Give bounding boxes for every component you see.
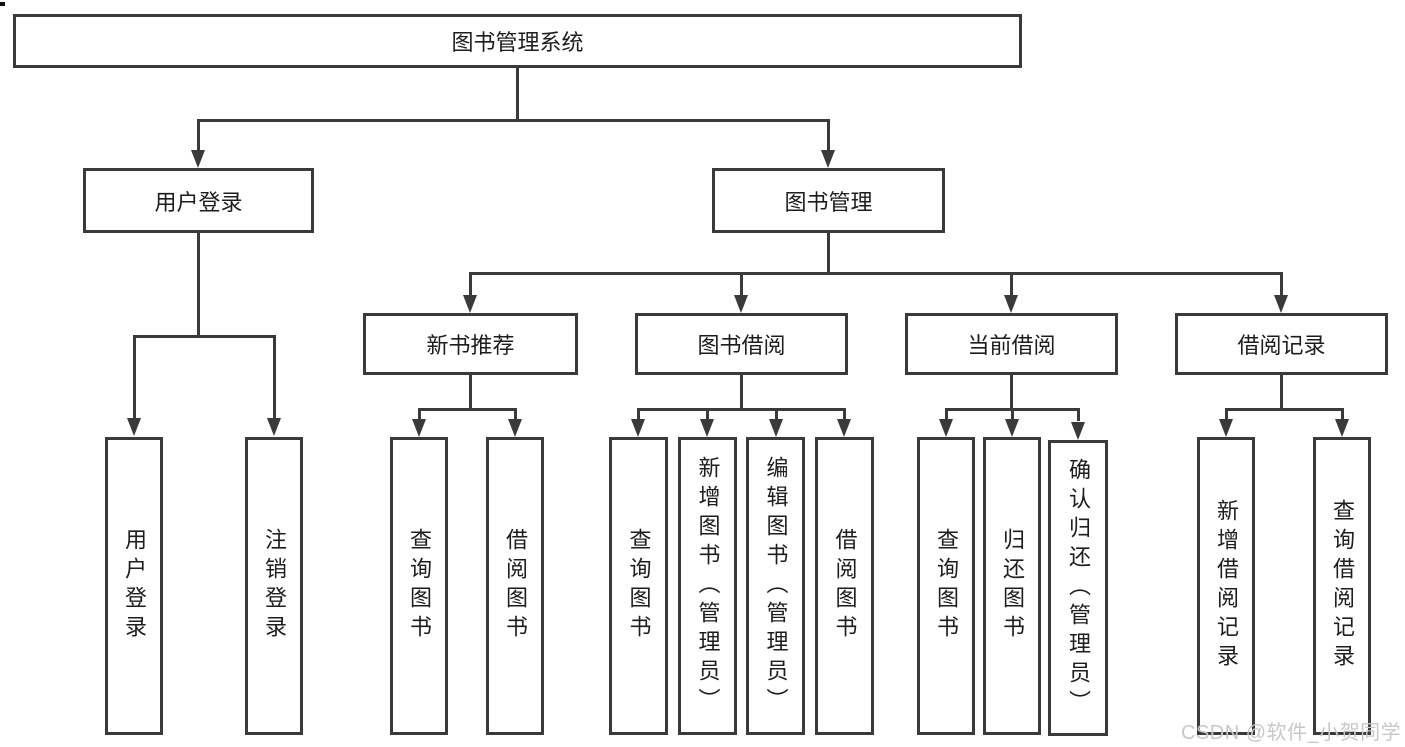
connector-line (637, 408, 640, 421)
node-label: 图书管理系统 (451, 30, 584, 55)
node-label: 用户登录 (154, 189, 243, 215)
node-borrow-books-leaf: 借阅图书 (815, 437, 874, 735)
node-label: 用户登录 (122, 528, 147, 644)
arrowhead-down-icon (1274, 295, 1288, 313)
connector-line (1010, 375, 1013, 411)
node-query-books-leaf: 查询图书 (390, 437, 448, 735)
node-label: 确认归还（管理员） (1066, 457, 1091, 719)
node-logout-leaf: 注销登录 (245, 437, 303, 735)
node-borrow-books-leaf: 借阅图书 (486, 437, 544, 735)
node-label: 查询借阅记录 (1330, 499, 1355, 673)
arrowhead-down-icon (939, 419, 953, 437)
arrowhead-down-icon (508, 419, 522, 437)
node-query-books-leaf: 查询图书 (917, 437, 975, 735)
connector-line (418, 408, 421, 421)
connector-line (1010, 272, 1013, 297)
node-new-book-recommendation: 新书推荐 (363, 313, 578, 375)
node-query-borrowing-record-leaf: 查询借阅记录 (1313, 437, 1371, 735)
connector-line (1077, 408, 1080, 421)
arrowhead-down-icon (1004, 295, 1018, 313)
connector-line (469, 375, 472, 411)
arrowhead-down-icon (821, 150, 835, 168)
node-add-books-admin-leaf: 新增图书（管理员） (678, 437, 737, 735)
arrowhead-down-icon (1335, 419, 1349, 437)
connector-line (637, 408, 846, 411)
connector-line (418, 408, 517, 411)
connector-line (1225, 408, 1344, 411)
node-query-books-leaf: 查询图书 (609, 437, 668, 735)
connector-line (469, 272, 472, 297)
connector-line (740, 272, 743, 297)
node-label: 注销登录 (262, 528, 287, 644)
node-user-login: 用户登录 (83, 168, 314, 233)
node-label: 归还图书 (1000, 528, 1025, 644)
node-label: 新增借阅记录 (1214, 499, 1239, 673)
connector-line (197, 119, 200, 152)
node-label: 图书借阅 (697, 333, 786, 358)
arrowhead-down-icon (1071, 422, 1085, 440)
arrowhead-down-icon (837, 419, 851, 437)
connector-line (1280, 375, 1283, 411)
node-label: 借阅记录 (1237, 333, 1326, 358)
node-label: 新增图书（管理员） (695, 455, 721, 717)
arrowhead-down-icon (267, 418, 281, 436)
connector-line (827, 233, 830, 275)
node-library-management-system: 图书管理系统 (13, 14, 1022, 68)
connector-line (775, 408, 778, 421)
connector-line (1341, 408, 1344, 421)
arrowhead-down-icon (1219, 419, 1233, 437)
node-label: 图书管理 (784, 189, 873, 215)
watermark: CSDN @软件_小贺同学 (1181, 722, 1402, 744)
node-add-borrowing-record-leaf: 新增借阅记录 (1197, 437, 1255, 735)
corner-artifact (0, 2, 5, 6)
connector-line (706, 408, 709, 421)
connector-line (843, 408, 846, 421)
node-book-management: 图书管理 (712, 168, 945, 233)
connector-line (273, 335, 276, 420)
arrowhead-down-icon (191, 150, 205, 168)
arrowhead-down-icon (769, 419, 783, 437)
connector-line (516, 68, 519, 122)
node-label: 借阅图书 (503, 528, 528, 644)
node-edit-books-admin-leaf: 编辑图书（管理员） (746, 437, 805, 735)
arrowhead-down-icon (700, 419, 714, 437)
connector-line (197, 233, 200, 337)
node-book-borrowing: 图书借阅 (635, 313, 848, 375)
connector-line (740, 375, 743, 411)
node-return-books-leaf: 归还图书 (983, 437, 1041, 735)
connector-line (469, 272, 1282, 275)
connector-line (1280, 272, 1283, 297)
node-user-login-leaf: 用户登录 (105, 437, 163, 735)
arrowhead-down-icon (734, 295, 748, 313)
node-borrowing-records: 借阅记录 (1175, 313, 1388, 375)
connector-line (133, 335, 276, 338)
connector-line (1011, 408, 1014, 421)
node-label: 当前借阅 (967, 333, 1056, 358)
connector-line (514, 408, 517, 421)
connector-line (197, 119, 830, 122)
arrowhead-down-icon (412, 419, 426, 437)
node-label: 借阅图书 (832, 528, 858, 644)
arrowhead-down-icon (463, 295, 477, 313)
node-label: 编辑图书（管理员） (763, 455, 789, 717)
connector-line (1225, 408, 1228, 421)
connector-line (945, 408, 948, 421)
node-label: 查询图书 (407, 528, 432, 644)
connector-line (133, 335, 136, 420)
node-label: 新书推荐 (426, 333, 515, 358)
arrowhead-down-icon (631, 419, 645, 437)
connector-line (827, 119, 830, 152)
node-label: 查询图书 (934, 528, 959, 644)
node-confirm-return-admin-leaf: 确认归还（管理员） (1048, 440, 1108, 736)
arrowhead-down-icon (127, 418, 141, 436)
node-current-borrowing: 当前借阅 (905, 313, 1118, 375)
arrowhead-down-icon (1005, 419, 1019, 437)
node-label: 查询图书 (626, 528, 652, 644)
